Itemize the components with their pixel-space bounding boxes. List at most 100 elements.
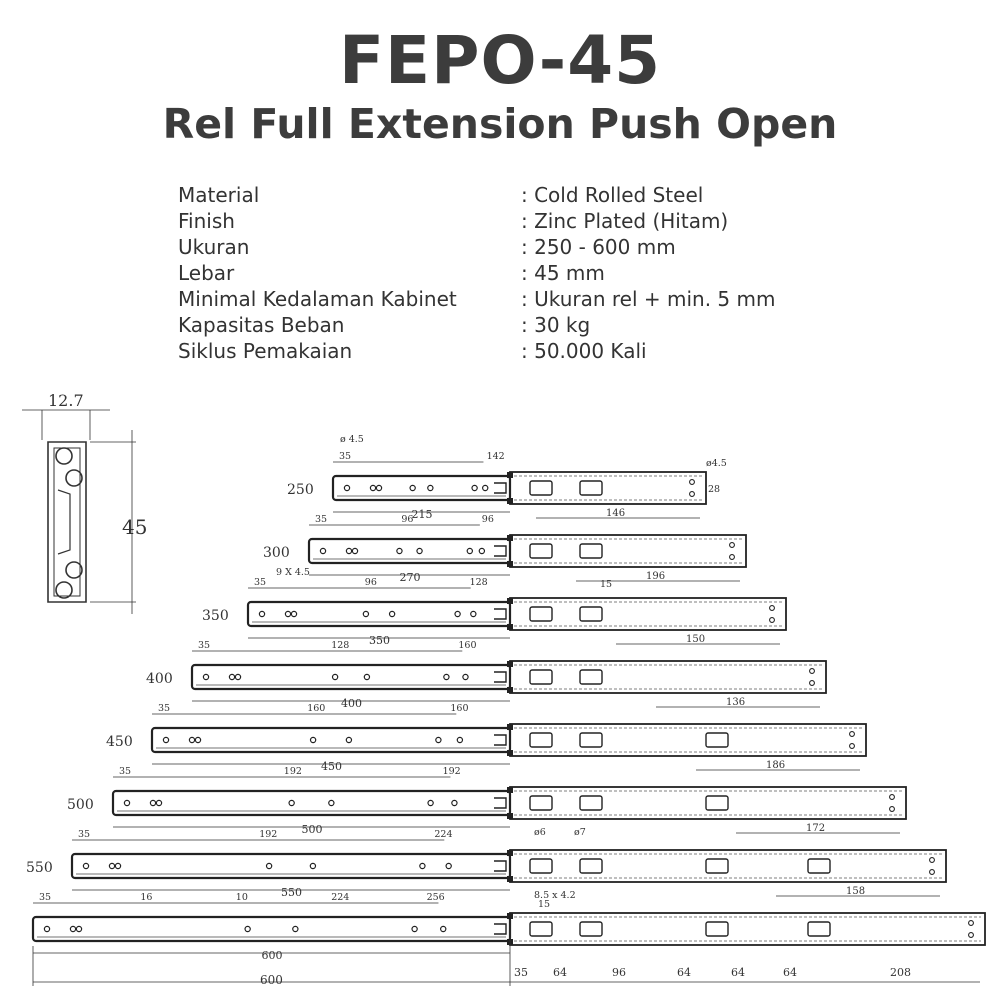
outer-rail: [509, 912, 986, 946]
mounting-hole: [411, 925, 418, 933]
spec-value: : Ukuran rel + min. 5 mm: [521, 287, 776, 311]
rail-right-dim: 136: [726, 697, 745, 708]
outer-rail: [509, 786, 907, 820]
rail-length-dim: 450: [321, 760, 342, 773]
rail-top-dim: 35: [198, 640, 210, 651]
mounting-hole: [396, 547, 403, 555]
rail-top-dim: 224: [434, 829, 452, 840]
mounting-hole: [290, 610, 298, 618]
mounting-hole: [188, 736, 196, 744]
spec-label: Material: [178, 183, 260, 207]
inner-rail: [70, 852, 512, 880]
mounting-hole: [427, 484, 434, 492]
bottom-dim: 96: [612, 966, 626, 979]
mounting-hole: [292, 925, 299, 933]
rail-top-dim: 160: [450, 703, 468, 714]
spec-value: : 50.000 Kali: [521, 339, 647, 363]
rail-length-dim: 500: [302, 823, 323, 836]
outer-rail: [509, 534, 747, 568]
rail-annotation: 9 X 4.5: [276, 567, 310, 578]
outer-rail: [509, 660, 827, 694]
mounting-hole: [69, 925, 77, 933]
spec-value: : 45 mm: [521, 261, 605, 285]
rail-profile: [22, 409, 136, 614]
bottom-dim: 64: [553, 966, 567, 979]
keyhole-slot: [529, 858, 553, 874]
mounting-hole: [288, 799, 295, 807]
mounting-hole: [462, 673, 469, 681]
spec-row: Material : Cold Rolled Steel: [178, 182, 775, 208]
rail-top-dim: 35: [315, 514, 327, 525]
rail-top-dim: 35: [339, 451, 351, 462]
rail-size-label: 300: [263, 545, 290, 561]
rail-top-dim: 160: [307, 703, 325, 714]
rail-annotation: ø6: [534, 827, 546, 838]
keyhole-slot: [705, 732, 729, 748]
keyhole-slot: [579, 795, 603, 811]
keyhole-slot: [529, 606, 553, 622]
spec-row: Finish: Zinc Plated (Hitam): [178, 208, 775, 234]
rail-top-dim: 142: [487, 451, 505, 462]
mounting-hole: [258, 610, 266, 618]
rail-top-dim: 35: [158, 703, 170, 714]
mounting-hole: [435, 736, 442, 744]
rail-top-dim: 35: [119, 766, 131, 777]
rail-length-dim: 350: [369, 634, 390, 647]
profile-width-dim: 12.7: [48, 391, 84, 410]
mounting-hole: [162, 736, 170, 744]
mounting-hole: [343, 484, 351, 492]
spec-value: : Cold Rolled Steel: [521, 183, 704, 207]
rail-right-dim: 158: [846, 886, 865, 897]
keyhole-slot: [579, 669, 603, 685]
bottom-dim: 64: [783, 966, 797, 979]
mounting-hole: [454, 610, 461, 618]
rail-size-label: 400: [146, 671, 173, 687]
inner-rail: [111, 789, 512, 817]
rail-annotation: ø4.5: [706, 458, 727, 469]
mounting-hole: [362, 610, 370, 618]
inner-rail: [31, 915, 512, 943]
mounting-hole: [478, 547, 486, 555]
rail-top-dim: 96: [401, 514, 413, 525]
rail-annotation: 8.5 x 4.2: [534, 890, 576, 901]
mounting-hole: [265, 862, 273, 870]
keyhole-slot: [705, 858, 729, 874]
mounting-hole: [244, 925, 251, 933]
mounting-hole: [440, 925, 447, 933]
mounting-hole: [456, 736, 464, 744]
mounting-hole: [202, 673, 210, 681]
keyhole-slot: [579, 921, 603, 937]
total-length-label: 600: [260, 973, 283, 987]
rail-right-dim: 172: [806, 823, 825, 834]
spec-label: Kapasitas Beban: [178, 313, 345, 337]
mounting-hole: [228, 673, 236, 681]
rail-size-label: 500: [67, 797, 94, 813]
rail-annotation: 15: [538, 899, 550, 910]
keyhole-slot: [705, 921, 729, 937]
mounting-hole: [149, 799, 157, 807]
keyhole-slot: [529, 795, 553, 811]
mounting-hole: [470, 610, 477, 618]
mounting-hole: [451, 799, 458, 807]
rail-length-dim: 550: [281, 886, 302, 899]
mounting-hole: [43, 925, 51, 933]
mounting-hole: [194, 736, 202, 744]
profile-height-dim: 45: [122, 515, 147, 539]
spec-label: Finish: [178, 209, 235, 233]
keyhole-slot: [705, 795, 729, 811]
rail-top-dim: 96: [482, 514, 494, 525]
rail-annotation: ø7: [574, 827, 586, 838]
spec-row: Siklus Pemakaian: 50.000 Kali: [178, 338, 775, 364]
keyhole-slot: [529, 669, 553, 685]
spec-value: : 30 kg: [521, 313, 591, 337]
keyhole-slot: [579, 606, 603, 622]
mounting-hole: [482, 484, 489, 492]
keyhole-slot: [807, 858, 831, 874]
rail-top-dim: 16: [140, 892, 152, 903]
outer-rail: [509, 849, 947, 883]
rail-length-dim: 400: [341, 697, 362, 710]
